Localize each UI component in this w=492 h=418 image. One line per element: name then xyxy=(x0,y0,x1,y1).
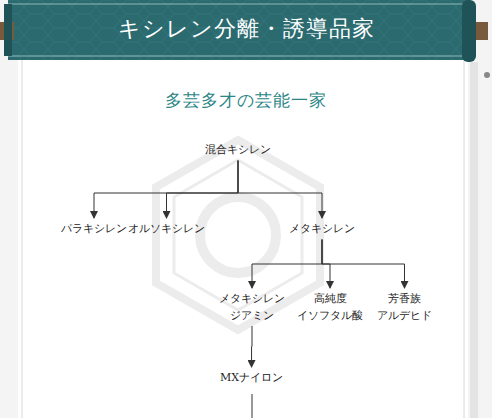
node-text: MXナイロン xyxy=(220,370,283,387)
node-text: 芳香族 アルデヒド xyxy=(377,291,432,324)
scroll-roll xyxy=(462,0,476,62)
chemical-node: 混合キシレン xyxy=(205,142,271,159)
chemical-node: メタキシレン ジアミン xyxy=(219,291,285,324)
tree-connector xyxy=(252,240,322,289)
chemical-node: オルソキシレン xyxy=(128,221,205,238)
continuation-line xyxy=(252,394,253,418)
tree-connector xyxy=(251,326,252,367)
tree-connector xyxy=(322,240,405,289)
node-text: 高純度 イソフタル酸 xyxy=(297,291,363,324)
chemical-node: パラキシレン xyxy=(61,221,127,238)
chemical-node: 芳香族 アルデヒド xyxy=(377,291,432,324)
chemical-node: メタキシレン xyxy=(289,221,355,238)
tree-connector xyxy=(238,161,322,219)
chemical-node: MXナイロン xyxy=(220,370,283,387)
banner-title: キシレン分離・誘導品家 xyxy=(0,14,492,44)
scroll-rod xyxy=(476,22,488,40)
node-text: オルソキシレン xyxy=(128,221,205,238)
chemical-node: 高純度 イソフタル酸 xyxy=(297,291,363,324)
node-text: パラキシレン xyxy=(61,221,127,238)
tree-connector xyxy=(167,161,239,219)
node-text: メタキシレン ジアミン xyxy=(219,291,285,324)
subtitle: 多芸多才の芸能一家 xyxy=(0,89,492,112)
tree-connector xyxy=(94,161,238,219)
node-text: メタキシレン xyxy=(289,221,355,238)
node-text: 混合キシレン xyxy=(205,142,271,159)
